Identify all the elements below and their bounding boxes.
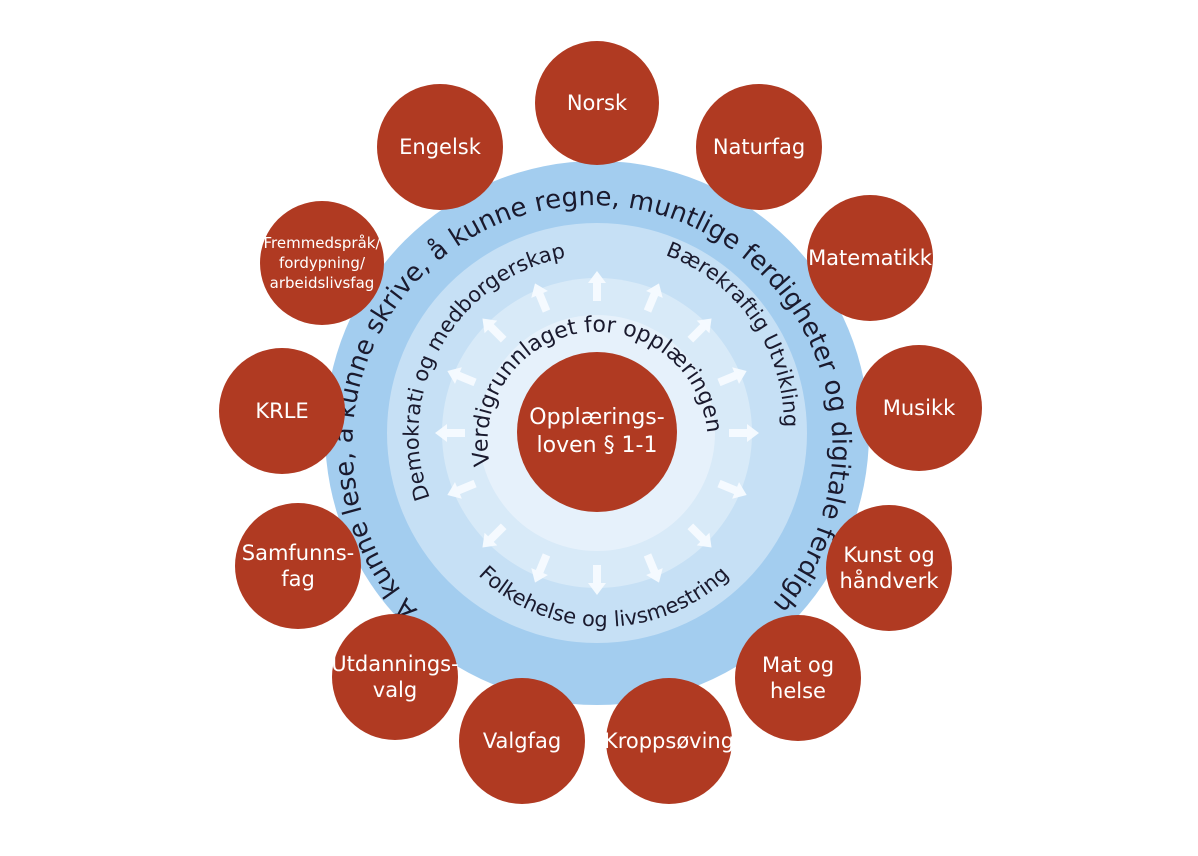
arrow-icon bbox=[447, 479, 477, 499]
subject-label: Naturfag bbox=[713, 135, 805, 159]
subject-krle: KRLE bbox=[219, 348, 345, 474]
subject-circle bbox=[696, 84, 822, 210]
center-circle bbox=[517, 352, 677, 512]
arrow-icon bbox=[482, 318, 507, 343]
subject-circle bbox=[377, 84, 503, 210]
subject-engelsk: Engelsk bbox=[377, 84, 503, 210]
subject-circle bbox=[606, 678, 732, 804]
subject-circle bbox=[459, 678, 585, 804]
subject-label: arbeidslivsfag bbox=[270, 274, 375, 292]
arrow-icon bbox=[717, 479, 747, 499]
subject-circle bbox=[807, 195, 933, 321]
subject-label: Matematikk bbox=[808, 246, 933, 270]
subject-label: Valgfag bbox=[483, 729, 561, 753]
subject-circle bbox=[856, 345, 982, 471]
center-line-1: Opplærings- bbox=[529, 405, 664, 430]
subject-label: Utdannings- bbox=[331, 652, 458, 676]
center-line-2: loven § 1-1 bbox=[537, 433, 658, 458]
arrow-icon bbox=[717, 367, 747, 387]
arrow-icon bbox=[482, 523, 507, 548]
subject-label: Musikk bbox=[883, 396, 956, 420]
subject-fremmedsprak: Fremmedspråk/fordypning/arbeidslivsfag bbox=[260, 201, 384, 325]
arrow-icon bbox=[531, 283, 551, 313]
subject-label: valg bbox=[373, 678, 417, 702]
subject-musikk: Musikk bbox=[856, 345, 982, 471]
subject-label: håndverk bbox=[840, 568, 940, 593]
subject-circle bbox=[332, 614, 458, 740]
arrow-icon bbox=[687, 318, 712, 343]
subject-circle bbox=[735, 615, 861, 741]
subject-circle bbox=[235, 503, 361, 629]
subject-label: fordypning/ bbox=[279, 254, 366, 272]
arrow-icon bbox=[729, 424, 759, 442]
subject-label: KRLE bbox=[255, 399, 308, 423]
subject-label: Mat og bbox=[762, 653, 834, 677]
subject-label: fag bbox=[281, 567, 315, 591]
subject-label: Fremmedspråk/ bbox=[263, 234, 381, 252]
arrow-icon bbox=[447, 367, 477, 387]
subject-circle bbox=[826, 505, 952, 631]
subject-norsk: Norsk bbox=[535, 41, 659, 165]
arrow-icon bbox=[588, 271, 606, 301]
subject-circle bbox=[219, 348, 345, 474]
arrow-icon bbox=[687, 523, 712, 548]
subject-label: Norsk bbox=[567, 91, 628, 115]
arrow-icon bbox=[588, 565, 606, 595]
arrow-icon bbox=[531, 553, 551, 583]
subject-circle bbox=[535, 41, 659, 165]
subject-valgfag: Valgfag bbox=[459, 678, 585, 804]
arrow-icon bbox=[643, 283, 663, 313]
subject-label: Kunst og bbox=[843, 543, 934, 567]
subject-label: helse bbox=[770, 679, 826, 703]
subject-label: Engelsk bbox=[399, 135, 482, 159]
subject-label: Kroppsøving bbox=[604, 729, 734, 753]
subject-matematikk: Matematikk bbox=[807, 195, 933, 321]
subject-circle bbox=[260, 201, 384, 325]
subject-label: Samfunns- bbox=[242, 541, 355, 565]
subject-utdanningsvalg: Utdannings-valg bbox=[331, 614, 459, 740]
arrow-icon bbox=[435, 424, 465, 442]
subject-kroppsoving: Kroppsøving bbox=[604, 678, 734, 804]
arrow-icon bbox=[643, 553, 663, 583]
radiating-arrows bbox=[435, 271, 759, 595]
subject-samfunnsfag: Samfunns-fag bbox=[235, 503, 361, 629]
subject-naturfag: Naturfag bbox=[696, 84, 822, 210]
